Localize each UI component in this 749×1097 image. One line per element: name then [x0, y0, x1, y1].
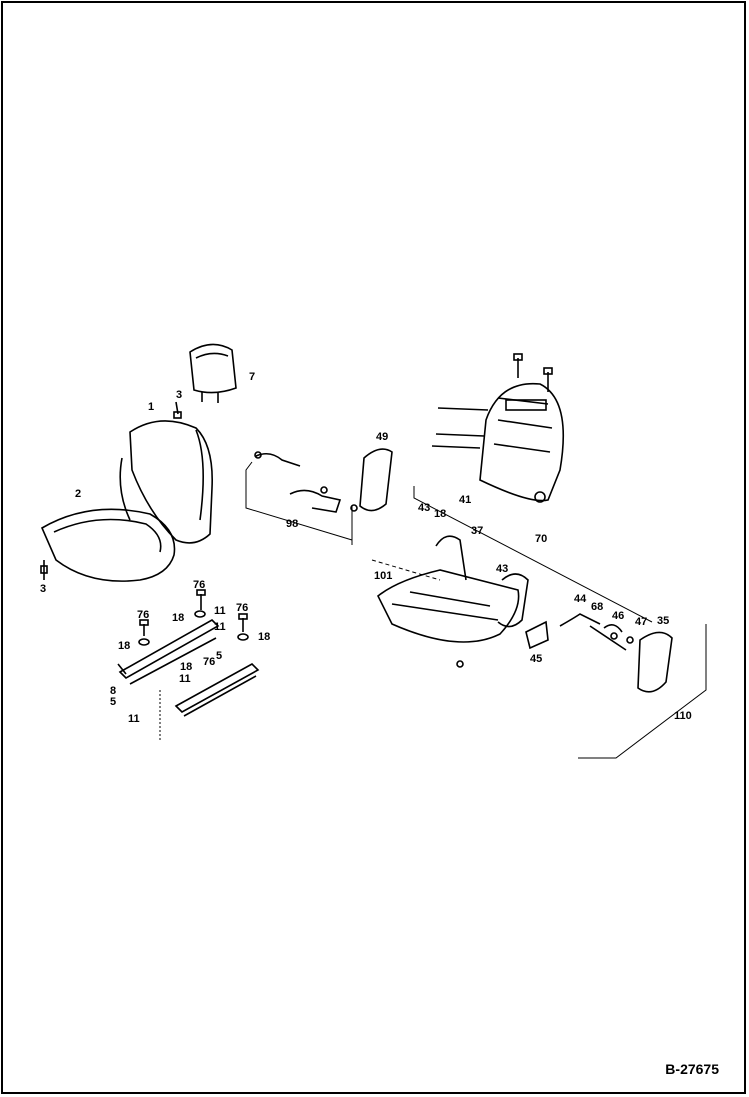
- side-cover-49: [359, 448, 393, 512]
- part-label: 18: [118, 640, 130, 652]
- backrest-part: [119, 420, 213, 544]
- part-label: 70: [535, 533, 547, 545]
- part-label: 35: [657, 615, 669, 627]
- part-label: 18: [172, 612, 184, 624]
- part-label: 5: [110, 696, 116, 708]
- part-label: 3: [40, 583, 46, 595]
- part-label: 41: [459, 494, 471, 506]
- lever-44: [559, 613, 601, 627]
- part-label: 18: [180, 661, 192, 673]
- part-label: 11: [179, 673, 191, 685]
- part-label: 45: [530, 653, 542, 665]
- part-label: 18: [434, 508, 446, 520]
- part-label: 76: [236, 602, 248, 614]
- part-label: 98: [286, 518, 298, 530]
- part-label: 76: [203, 656, 215, 668]
- part-label: 47: [635, 616, 647, 628]
- slide-rail-right: [174, 663, 260, 717]
- part-label: 5: [216, 650, 222, 662]
- bracket-98: [254, 451, 358, 513]
- bracket-45: [525, 620, 549, 650]
- cover-35: [637, 631, 673, 693]
- part-label: 8: [110, 685, 116, 697]
- slide-rail-left: [117, 619, 220, 685]
- part-label: 37: [471, 525, 483, 537]
- part-label: 43: [496, 563, 508, 575]
- part-label: 44: [574, 593, 587, 605]
- part-label: 76: [137, 609, 149, 621]
- part-label: 76: [193, 579, 205, 591]
- part-label: 101: [374, 570, 392, 582]
- part-label: 2: [75, 488, 81, 500]
- part-label: 3: [176, 389, 182, 401]
- seat-frame-part: [376, 535, 529, 668]
- figure-code: B-27675: [665, 1061, 719, 1077]
- part-label: 1: [148, 401, 154, 413]
- part-label: 46: [612, 610, 624, 622]
- part-label: 18: [258, 631, 270, 643]
- part-label: 7: [249, 371, 255, 383]
- part-label: 11: [214, 605, 226, 617]
- part-label: 11: [128, 713, 140, 725]
- part-label: 11: [214, 621, 226, 633]
- headrest-part: [189, 343, 237, 403]
- part-label: 110: [674, 710, 692, 722]
- part-label: 68: [591, 601, 603, 613]
- seat-cushion-part: [40, 508, 176, 582]
- back-frame-part: [431, 382, 565, 503]
- part-label: 43: [418, 502, 430, 514]
- part-label: 49: [376, 431, 388, 443]
